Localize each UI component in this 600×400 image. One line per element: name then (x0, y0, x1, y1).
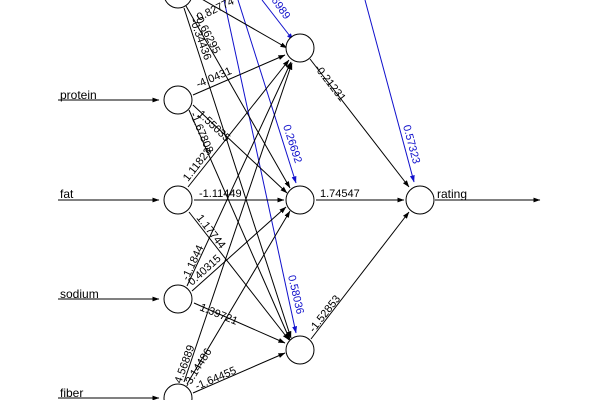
hidden-output-edges (309, 58, 541, 340)
weight-label: -1.52853 (307, 293, 343, 335)
input-label-fat: fat (60, 187, 74, 201)
hidden-node-middle (285, 185, 315, 215)
edge-sodium-h2 (191, 206, 287, 292)
edge-h1-out (309, 58, 410, 188)
weight-label: 1.74547 (320, 188, 360, 200)
edge-fiber-h1 (183, 62, 293, 383)
input-label-fiber: fiber (60, 386, 83, 400)
edge-fat-h3 (188, 211, 290, 341)
edge-fat-h1 (187, 59, 290, 188)
bias-edge-hidden-middle (237, 0, 297, 184)
weight-label: -4.0431 (194, 65, 233, 91)
weight-label: -0.21231 (312, 62, 348, 104)
output-node (405, 185, 435, 215)
edge-sodium-h3 (193, 302, 286, 344)
edge-sodium-h1 (186, 61, 292, 287)
edge-fiber-h2 (186, 210, 291, 385)
input-node-protein (163, 85, 193, 115)
edge-protein-h1 (192, 54, 286, 96)
nodes (163, 0, 435, 400)
hidden-node-top (285, 33, 315, 63)
input-node-sodium (163, 284, 193, 314)
bias-edge-output (364, 0, 415, 183)
edge-fiber-h3 (192, 352, 286, 394)
weight-label: -1.11449 (199, 188, 242, 200)
input-arrows (58, 97, 160, 400)
edge-protein-h2 (192, 104, 288, 194)
input-label-sodium: sodium (60, 287, 99, 301)
bias-edges (223, 0, 415, 334)
output-label-rating: rating (437, 187, 467, 201)
node-labels: protein fat sodium fiber rating (60, 88, 467, 400)
bias-edge-hidden-top (261, 0, 294, 41)
input-label-protein: protein (60, 88, 97, 102)
input-node-fiber (163, 383, 193, 400)
edge-in0-h3 (183, 7, 292, 339)
input-hidden-edges (183, 0, 293, 394)
edge-in0-h2 (185, 5, 291, 189)
edge-protein-h3 (188, 109, 291, 341)
input-node-0 (164, 0, 192, 9)
bias-weight-label: 6989 (269, 0, 293, 22)
input-node-fat (163, 185, 193, 215)
edge-h3-out (310, 211, 410, 340)
edge-in0-h1 (202, 0, 288, 49)
bias-edge-hidden-bottom (223, 0, 297, 334)
hidden-node-bottom (285, 335, 315, 365)
